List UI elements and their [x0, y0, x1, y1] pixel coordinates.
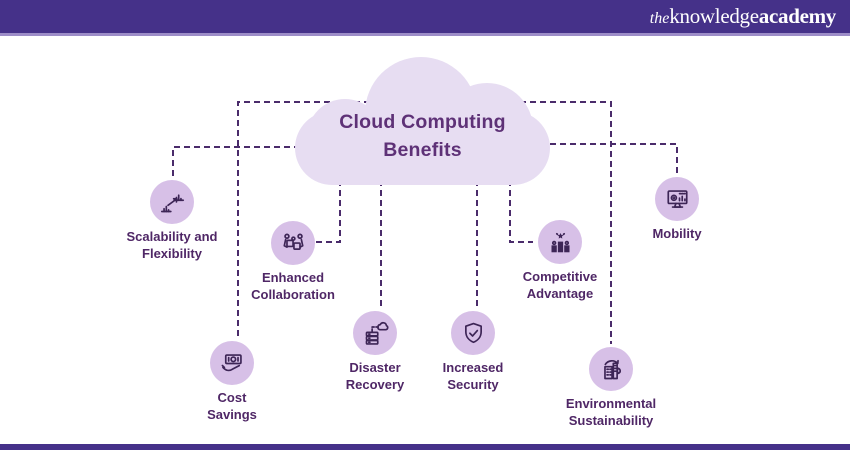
benefit-label: Competitive Advantage	[522, 269, 598, 301]
shield-check-icon	[451, 311, 495, 355]
benefit-increased-security: Increased Security	[408, 311, 538, 393]
cloud-shape: Cloud Computing Benefits	[295, 57, 550, 185]
benefit-label: Cost Savings	[207, 390, 257, 422]
connector-mobility	[540, 143, 678, 174]
benefit-label: Enhanced Collaboration	[251, 270, 335, 302]
benefit-label: Disaster Recovery	[345, 360, 405, 392]
benefit-mobility: Mobility	[612, 177, 742, 243]
scaling-chart-icon	[150, 180, 194, 224]
cloud-title-line2: Benefits	[383, 139, 462, 161]
benefit-label: Scalability and Flexibility	[126, 229, 218, 261]
header-bar: theknowledgeacademy	[0, 0, 850, 33]
server-cloud-backup-icon	[353, 311, 397, 355]
knowledge-academy-logo: theknowledgeacademy	[649, 4, 837, 28]
footer-bar	[0, 444, 850, 450]
benefit-label: Mobility	[652, 226, 702, 241]
cloud-title: Cloud Computing Benefits	[295, 108, 550, 164]
header-accent-line	[0, 33, 850, 36]
logo-the: the	[649, 10, 670, 27]
money-hand-icon	[210, 341, 254, 385]
podium-winner-icon	[538, 220, 582, 264]
collaboration-puzzle-icon	[271, 221, 315, 265]
logo-knowledge: knowledge	[669, 4, 759, 28]
cloud-title-line1: Cloud Computing	[339, 111, 506, 133]
benefit-cost-savings: Cost Savings	[167, 341, 297, 423]
connector-scalability	[172, 146, 310, 177]
logo-academy: academy	[758, 4, 837, 28]
benefit-label: Increased Security	[442, 360, 504, 392]
monitor-icon	[655, 177, 699, 221]
benefit-scalability-flexibility: Scalability and Flexibility	[107, 180, 237, 262]
benefit-environmental-sustainability: Environmental Sustainability	[546, 347, 676, 429]
benefit-competitive-advantage: Competitive Advantage	[495, 220, 625, 302]
eco-building-icon	[589, 347, 633, 391]
benefit-enhanced-collaboration: Enhanced Collaboration	[228, 221, 358, 303]
benefit-label: Environmental Sustainability	[565, 396, 657, 428]
